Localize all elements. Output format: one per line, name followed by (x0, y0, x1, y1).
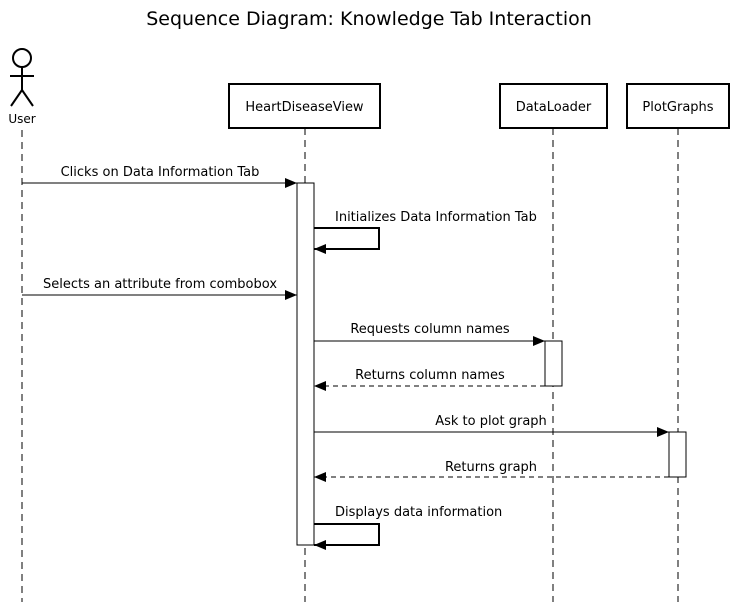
diagram-title: Sequence Diagram: Knowledge Tab Interact… (146, 8, 592, 30)
message-label-displays-info: Displays data information (335, 505, 502, 520)
message-label-clicks-tab: Clicks on Data Information Tab (61, 165, 260, 180)
message-label-returns-columns: Returns column names (355, 368, 505, 383)
lifeline-box-plotgraphs (626, 83, 730, 129)
lifeline-label-heartdiseaseview: HeartDiseaseView (245, 100, 364, 115)
lifeline-label-dataloader: DataLoader (516, 100, 592, 115)
user-actor-icon (10, 48, 34, 107)
lifeline-box-dataloader (499, 83, 608, 129)
message-label-requests-columns: Requests column names (350, 322, 510, 337)
message-label-returns-graph: Returns graph (445, 460, 537, 475)
message-arrow-displays-info (314, 523, 380, 550)
message-arrow-initializes-tab (314, 227, 380, 254)
message-label-ask-plot: Ask to plot graph (435, 414, 547, 429)
lifeline-box-heartdiseaseview (228, 83, 381, 129)
activation-bar-dataloader (544, 340, 563, 387)
message-label-selects-attribute: Selects an attribute from combobox (43, 277, 277, 292)
message-label-initializes-tab: Initializes Data Information Tab (335, 210, 537, 225)
activation-bar-plotgraphs (668, 431, 687, 478)
lifeline-label-plotgraphs: PlotGraphs (642, 100, 713, 115)
user-actor-label: User (8, 112, 35, 126)
activation-bar-heartdiseaseview (296, 182, 315, 546)
